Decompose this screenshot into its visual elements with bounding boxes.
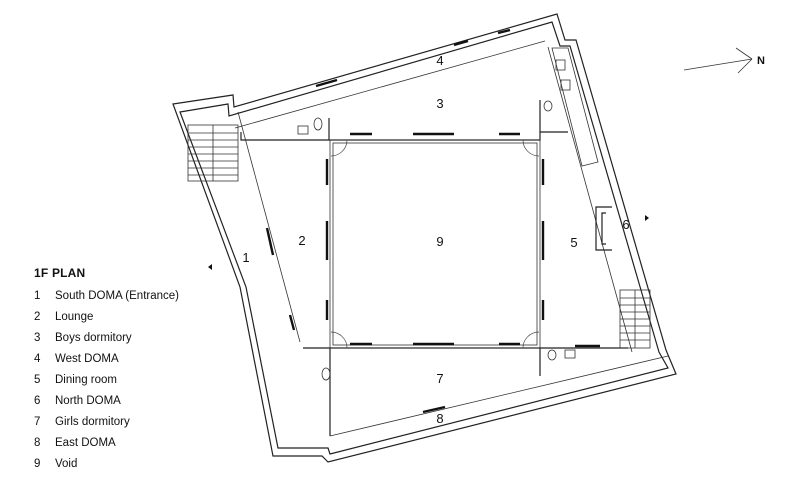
legend-item-name: Girls dormitory — [55, 416, 130, 428]
room-label-6: 6 — [622, 217, 629, 232]
room-label-4: 4 — [436, 53, 443, 68]
legend-item-name: Lounge — [55, 311, 94, 323]
legend-item-name: North DOMA — [55, 395, 121, 407]
legend-title: 1F PLAN — [34, 266, 86, 280]
interior-walls — [234, 40, 669, 437]
legend-item: 3 Boys dormitory — [34, 328, 234, 349]
room-label-1: 1 — [242, 250, 249, 265]
room-label-9: 9 — [436, 234, 443, 249]
room-label-8: 8 — [436, 411, 443, 426]
stairs-south — [187, 124, 239, 182]
room-label-5: 5 — [570, 235, 577, 250]
legend-item-number: 7 — [34, 416, 41, 428]
legend-item: 6 North DOMA — [34, 391, 234, 412]
door-swings — [330, 139, 540, 349]
legend-item-name: Boys dormitory — [55, 332, 132, 344]
legend-item-name: East DOMA — [55, 437, 116, 449]
legend-item-number: 6 — [34, 395, 41, 407]
legend-item-number: 5 — [34, 374, 41, 386]
north-label: N — [757, 55, 765, 67]
entrance-markers — [208, 215, 649, 270]
toilet-fixtures — [297, 100, 576, 381]
legend-item-number: 2 — [34, 311, 41, 323]
room-label-3: 3 — [436, 96, 443, 111]
legend-item: 7 Girls dormitory — [34, 412, 234, 433]
legend-item-name: Void — [55, 458, 78, 470]
legend-item: 2 Lounge — [34, 307, 234, 328]
legend-item-number: 8 — [34, 437, 41, 449]
legend-item: 8 East DOMA — [34, 433, 234, 454]
legend-item: 4 West DOMA — [34, 349, 234, 370]
room-labels: 1 2 3 4 5 6 7 8 9 — [242, 53, 629, 426]
stairs-north — [619, 289, 651, 349]
legend-item: 5 Dining room — [34, 370, 234, 391]
legend-item-number: 9 — [34, 458, 41, 470]
room-label-7: 7 — [436, 371, 443, 386]
north-arrow: N — [683, 47, 765, 74]
exterior-walls — [172, 13, 677, 463]
void-openings — [265, 28, 600, 414]
legend-item-number: 1 — [34, 290, 41, 302]
legend-item-name: South DOMA (Entrance) — [55, 290, 179, 302]
legend-item-number: 3 — [34, 332, 41, 344]
kitchen-counter — [551, 47, 599, 167]
legend-item-name: Dining room — [55, 374, 117, 386]
plan-legend: 1F PLAN 1 South DOMA (Entrance) 2 Lounge 3… — [34, 266, 234, 475]
legend-item-name: West DOMA — [55, 353, 119, 365]
legend-item: 1 South DOMA (Entrance) — [34, 286, 234, 307]
room-label-2: 2 — [298, 233, 305, 248]
legend-item-number: 4 — [34, 353, 41, 365]
legend-list: 1 South DOMA (Entrance) 2 Lounge 3 Boys dor… — [34, 286, 234, 475]
legend-item: 9 Void — [34, 454, 234, 475]
